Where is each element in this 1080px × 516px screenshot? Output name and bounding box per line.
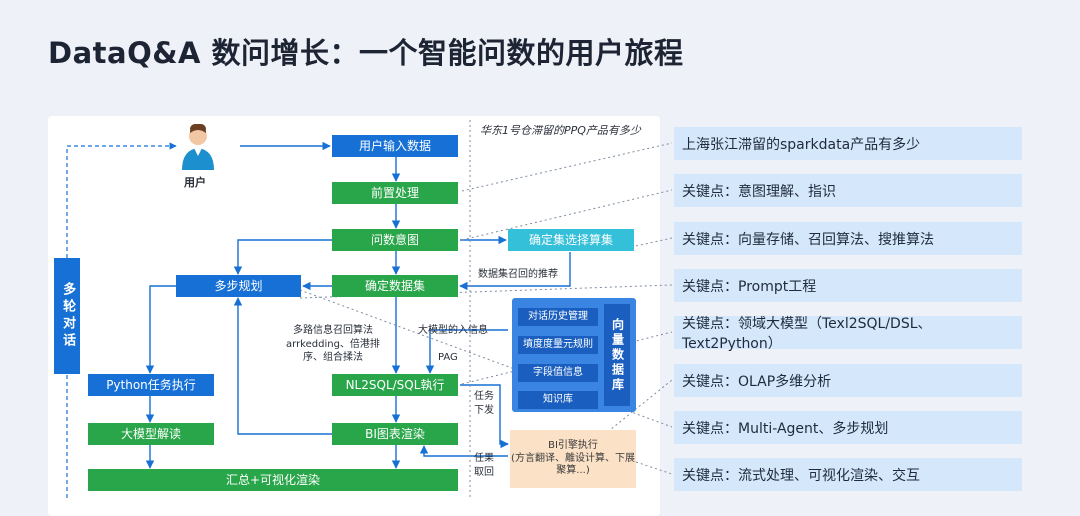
key-point: 关键点：意图理解、指识	[674, 174, 1022, 207]
node-intent: 问数意图	[332, 229, 458, 251]
node-llm-interpret: 大模型解读	[88, 423, 214, 445]
key-point: 关键点：向量存储、召回算法、搜推算法	[674, 222, 1022, 255]
vector-db-title-box: 向量数据库	[604, 304, 630, 406]
node-user-input: 用户输入数据	[332, 135, 458, 157]
vector-db-item: 对话历史管理	[518, 308, 598, 326]
annotation-dataset-recall: 数据集召回的推荐	[478, 269, 558, 280]
bi-engine-label: BI引擎执行 (方言翻译、離设计算、下展聚算...)	[511, 440, 635, 477]
key-point: 关键点：领域大模型（Texl2SQL/DSL、Text2Python）	[674, 316, 1022, 352]
node-nl2sql: NL2SQL/SQL執行	[332, 374, 458, 396]
node-summary: 汇总+可视化渲染	[88, 469, 458, 491]
key-point: 关键点：Multi-Agent、多步规划	[674, 411, 1022, 444]
annotation-recall-methods: 多路信息召回算法 arrkedding、倍港排 序、组合揉法	[286, 325, 380, 363]
multi-turn-dialog-box: 多轮对话	[54, 258, 80, 374]
node-python-exec: Python任务执行	[88, 374, 214, 396]
user-label: 用户	[184, 176, 206, 189]
node-bi-render: BI图表渲染	[332, 423, 458, 445]
page-title: DataQ&A 数问增长：一个智能问数的用户旅程	[48, 36, 684, 70]
key-point: 关键点：OLAP多维分析	[674, 364, 1022, 397]
node-bi-engine: BI引擎执行 (方言翻译、離设计算、下展聚算...)	[510, 430, 636, 488]
vector-db-item: 字段值信息	[518, 364, 598, 382]
key-point: 关键点：Prompt工程	[674, 269, 1022, 302]
vector-db-item: 知识库	[518, 391, 598, 409]
node-multi-step-planning: 多步规划	[176, 275, 301, 297]
node-preprocess: 前置处理	[332, 182, 458, 204]
user-icon	[180, 122, 216, 170]
key-point-query: 上海张江滞留的sparkdata产品有多少	[674, 127, 1022, 160]
multi-turn-label: 多轮对话	[60, 282, 76, 350]
annotation-result-return: 任果 取回	[474, 453, 494, 478]
vector-db-item: 墳度度量元规則	[518, 336, 598, 354]
annotation-pag: PAG	[438, 352, 458, 363]
node-determine-dataset: 确定数据集	[332, 275, 458, 297]
key-point: 关键点：流式处理、可视化渲染、交互	[674, 458, 1022, 491]
example-query: 华东1号仓滞留的PPQ产品有多少	[480, 124, 641, 137]
annotation-llm-input: 大模型的入信息	[418, 325, 488, 336]
annotation-task-dispatch: 任务 下发	[474, 391, 494, 416]
node-confirm-selection: 确定集选择算集	[508, 229, 634, 251]
vector-db-title: 向量数据库	[610, 317, 625, 393]
